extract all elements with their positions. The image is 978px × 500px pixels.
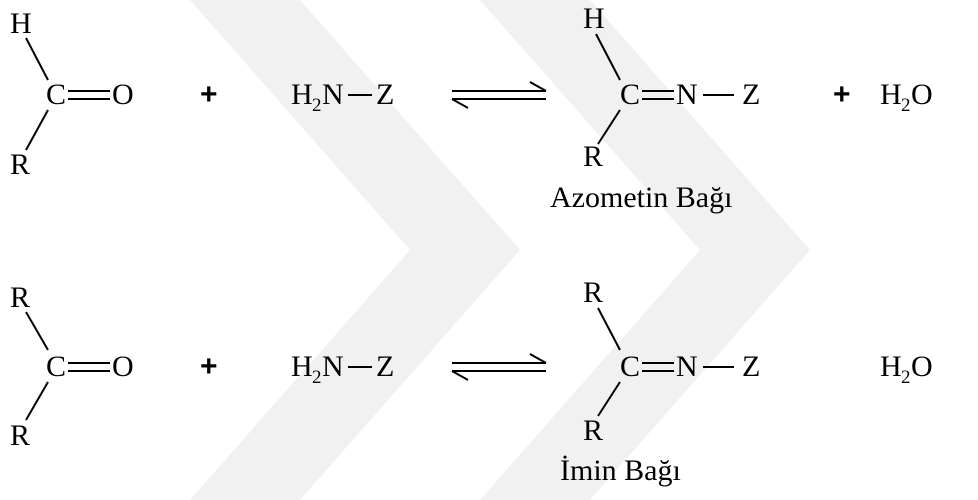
atom-z: Z [376,78,394,111]
caption-imin: İmin Bağı [560,454,681,487]
atom-n: N [676,350,698,383]
atom-r-bottom: R [10,148,30,181]
atom-z: Z [742,78,760,111]
plus-sign: + [200,78,218,111]
atom-o: O [112,350,134,383]
bond-c-r [25,109,49,151]
reaction-2: R C O R + H 2 N Z R C [10,276,933,487]
atom-z: Z [376,350,394,383]
atom-h: H [291,350,313,383]
bond-c-r [25,381,49,421]
atom-c: C [620,350,640,383]
bond-c-r [597,381,621,417]
reaction-2-amine: H 2 N Z [291,350,394,388]
atom-h-top: H [10,7,32,40]
atom-r-top: R [10,281,30,314]
subscript-2: 2 [312,367,322,388]
equilibrium-arrow [451,81,547,109]
atom-c: C [46,78,66,111]
reaction-1-amine: H 2 N Z [291,78,394,116]
atom-c: C [620,78,640,111]
bond-r-c [25,311,49,351]
atom-h: H [880,350,902,383]
bond-h-c [25,37,49,81]
bond-h-c [595,33,621,81]
atom-n: N [322,78,344,111]
atom-z: Z [742,350,760,383]
reaction-2-ketone: R C O R [10,281,134,452]
atom-r-bottom: R [10,419,30,452]
reaction-1-aldehyde: H C O R [10,7,134,181]
atom-o: O [911,350,933,383]
atom-c: C [46,350,66,383]
atom-o: O [112,78,134,111]
subscript-2: 2 [312,95,322,116]
reaction-2-water: H 2 O [880,350,933,388]
bond-c-r [597,109,621,145]
atom-n: N [322,350,344,383]
bond-r-c [597,307,621,351]
equilibrium-arrow [451,353,547,381]
subscript-2: 2 [901,95,911,116]
reaction-1: H C O R + H 2 N Z H C [10,2,933,214]
atom-n: N [676,78,698,111]
atom-h-top: H [583,2,605,35]
reaction-2-product: R C N Z R [583,276,760,447]
caption-azometin: Azometin Bağı [550,181,732,214]
plus-sign: + [200,350,218,383]
plus-sign: + [833,78,851,111]
atom-h: H [291,78,313,111]
subscript-2: 2 [901,367,911,388]
reaction-1-water: H 2 O [880,78,933,116]
atom-o: O [911,78,933,111]
reaction-1-product: H C N Z R [583,2,760,173]
watermark [190,0,810,500]
atom-r-bottom: R [583,140,603,173]
atom-r-bottom: R [583,414,603,447]
atom-h: H [880,78,902,111]
atom-r-top: R [583,276,603,309]
